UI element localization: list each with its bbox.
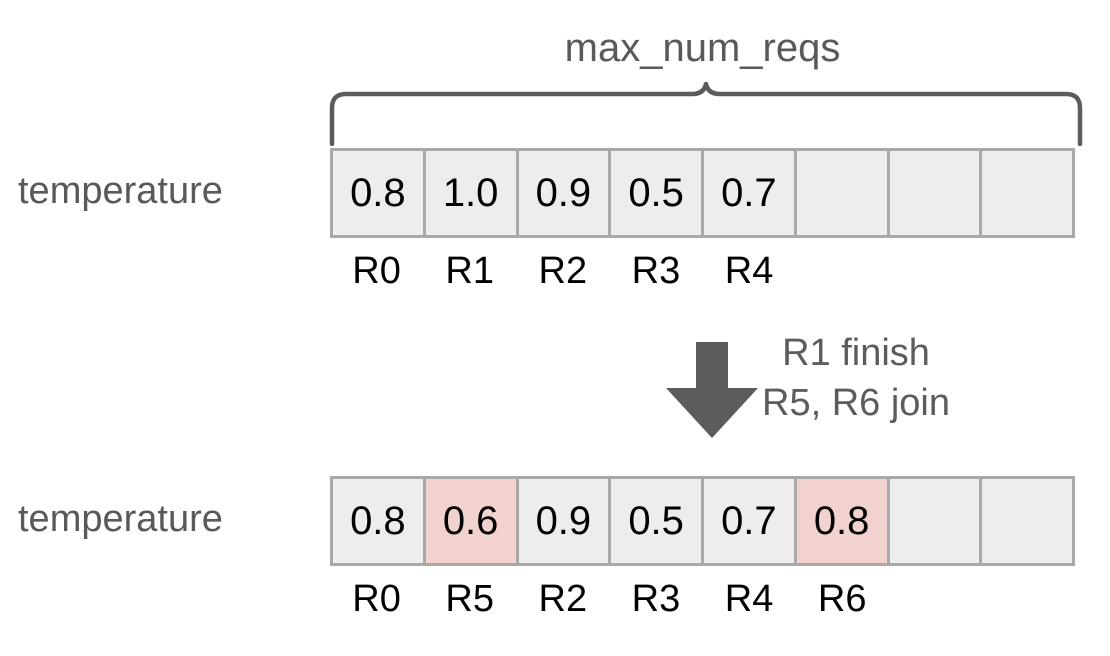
temperature-cell: 0.5 (611, 151, 704, 235)
temperature-label-before: temperature (18, 170, 223, 212)
request-id-label: R2 (538, 250, 588, 292)
request-id-label (982, 580, 1075, 620)
temperature-cell: 0.7 (704, 479, 797, 563)
temperature-cell: 0.5 (611, 479, 704, 563)
request-id-label (982, 252, 1075, 292)
temperature-cell: 0.9 (518, 151, 612, 235)
temperature-cell: 0.8 (333, 479, 426, 563)
temperature-cell (889, 151, 983, 235)
max-num-reqs-label: max_num_reqs (564, 26, 841, 70)
annotation-line-1: R1 finish (782, 332, 930, 374)
request-id-label: R6 (817, 578, 867, 620)
transition-annotation: R1 finish R5, R6 join (762, 328, 950, 428)
temperature-cell (982, 479, 1072, 563)
request-id-row-before: R0 R1 R2 R3 R4 (330, 250, 1075, 292)
request-id-label: R3 (631, 250, 681, 292)
temperature-cell (889, 479, 983, 563)
request-id-label (889, 252, 982, 292)
request-id-label: R4 (724, 578, 774, 620)
annotation-line-2: R5, R6 join (762, 382, 950, 425)
temperature-cell: 0.6 (425, 479, 519, 563)
request-id-label (889, 580, 982, 620)
temperature-cell: 0.7 (704, 151, 797, 235)
request-id-label: R1 (445, 250, 494, 292)
request-id-label: R4 (724, 250, 774, 292)
temperature-cell (796, 151, 890, 235)
down-arrow-icon (666, 342, 758, 438)
request-id-label: R0 (352, 250, 401, 292)
span-brace-icon (329, 81, 1083, 146)
request-id-label (796, 252, 889, 292)
temperature-label-after: temperature (18, 498, 223, 540)
temperature-cell: 0.8 (796, 479, 890, 563)
request-id-label: R5 (445, 578, 494, 620)
temperature-cell (982, 151, 1072, 235)
temperature-cell: 0.8 (333, 151, 426, 235)
request-id-label: R2 (538, 578, 588, 620)
temperature-cell: 0.9 (518, 479, 612, 563)
temperature-cell: 1.0 (425, 151, 519, 235)
request-id-label: R3 (631, 578, 681, 620)
request-id-label: R0 (352, 578, 401, 620)
request-id-row-after: R0 R5 R2 R3 R4 R6 (330, 578, 1075, 620)
